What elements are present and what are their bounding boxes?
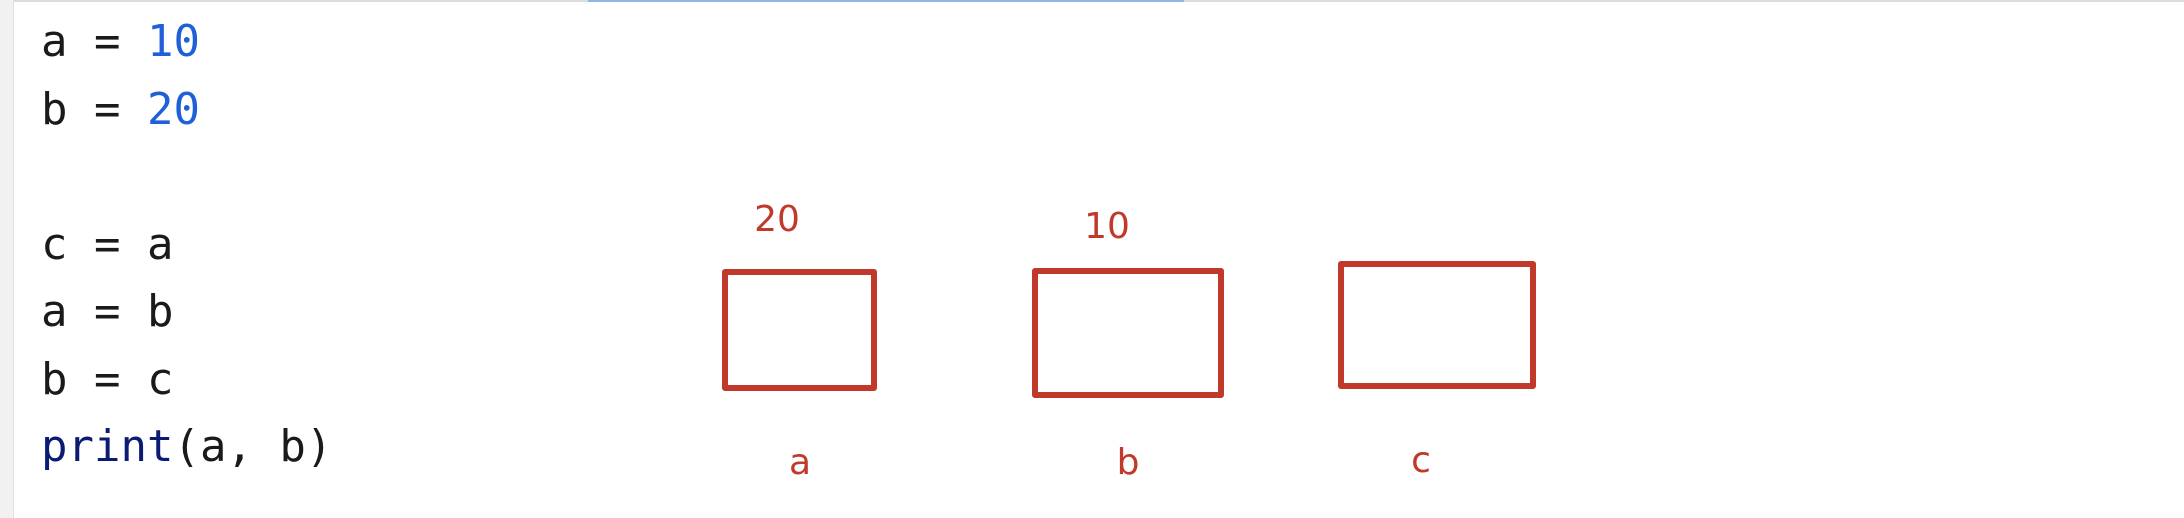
active-tab-indicator (588, 0, 1184, 2)
box-b-value: 10 (1084, 206, 1130, 247)
code-line: b = c (41, 346, 332, 414)
code-line: b = 20 (41, 76, 332, 144)
box-b-name: b (1116, 442, 1140, 483)
box-c-name: c (1411, 440, 1431, 481)
code-token: c = a (41, 218, 174, 270)
editor-gutter (0, 0, 14, 518)
code-token: a = (41, 16, 147, 67)
code-token: b = c (41, 353, 174, 405)
code-token: b = (41, 83, 147, 135)
box-a-name: a (788, 442, 812, 483)
code-line: c = a (41, 211, 332, 279)
code-token-builtin: print (41, 421, 174, 472)
code-token-number: 20 (146, 83, 200, 135)
code-editor[interactable]: a = 10 b = 20 c = a a = b b = c print(a,… (41, 8, 332, 481)
code-token: a = b (41, 286, 174, 337)
variable-box-c (1338, 261, 1536, 389)
box-a-value: 20 (754, 199, 800, 240)
code-line: a = 10 (41, 8, 332, 76)
code-line: a = b (41, 278, 332, 346)
variable-box-b (1032, 268, 1224, 398)
variable-box-a (722, 269, 877, 391)
code-line-blank (41, 143, 332, 211)
code-token: (a, b) (173, 421, 333, 472)
code-token-number: 10 (146, 16, 200, 67)
code-line: print(a, b) (41, 413, 332, 481)
